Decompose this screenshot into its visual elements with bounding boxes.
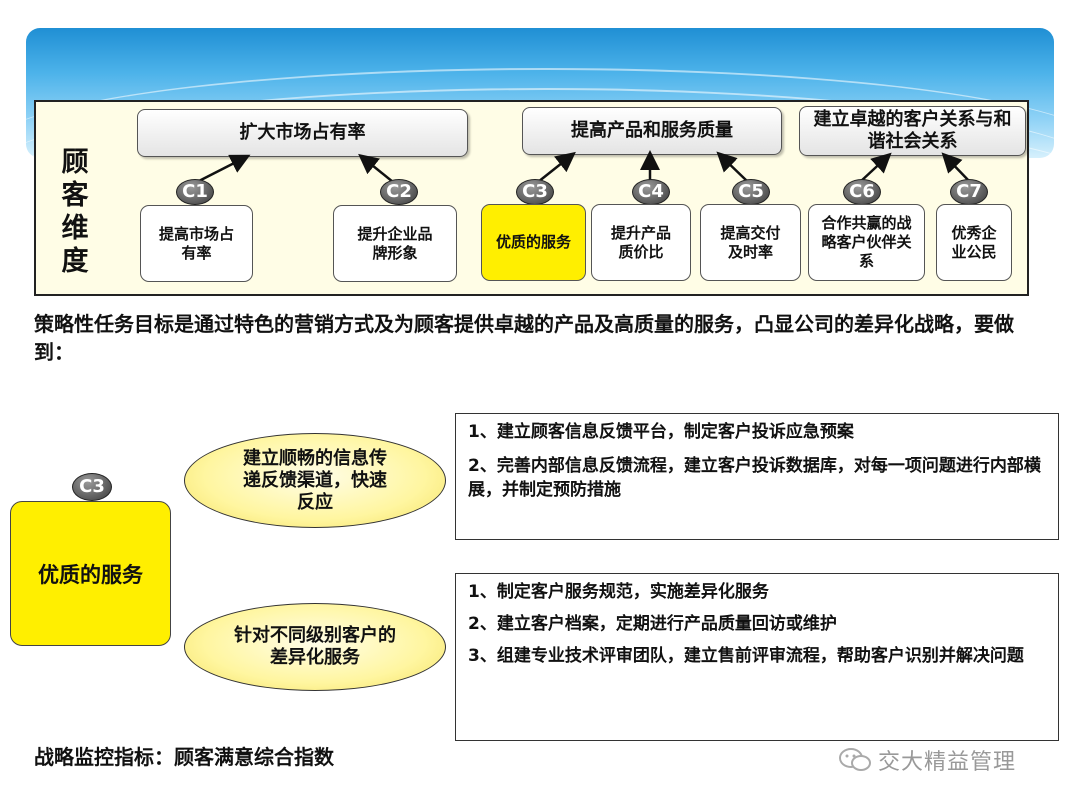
measure-item: 3、组建专业技术评审团队，建立售前评审流程，帮助客户识别并解决问题 (468, 646, 1024, 666)
banner-wave (26, 88, 1054, 158)
goal-customer-relations: 建立卓越的客户关系与和谐社会关系 (799, 106, 1026, 156)
goal-improve-quality: 提高产品和服务质量 (522, 107, 782, 155)
task-c3: 优质的服务 (481, 204, 586, 281)
badge-c5: C5 (732, 179, 770, 205)
watermark-text: 交大精益管理 (878, 750, 1017, 775)
dimension-title-char: 客 (61, 180, 89, 211)
focus-badge-c3: C3 (72, 473, 112, 501)
measure-item: 2、建立客户档案，定期进行产品质量回访或维护 (468, 614, 837, 634)
banner-wave (26, 68, 1054, 158)
task-c2: 提升企业品牌形象 (333, 205, 457, 282)
measures-box-feedback: 1、建立顾客信息反馈平台，制定客户投诉应急预案 2、完善内部信息反馈流程，建立客… (455, 413, 1059, 540)
dimension-title-char: 顾 (61, 147, 89, 178)
dimension-title-char: 度 (61, 246, 89, 277)
task-c4: 提升产品质价比 (591, 204, 691, 281)
badge-c6: C6 (843, 179, 881, 205)
dimension-title-char: 维 (61, 213, 89, 244)
approach-differentiated-service: 针对不同级别客户的差异化服务 (184, 603, 446, 691)
approach-feedback-channel: 建立顺畅的信息传递反馈渠道，快速反应 (184, 433, 446, 528)
badge-c7: C7 (950, 179, 988, 205)
wechat-icon (839, 748, 871, 771)
measure-item: 1、制定客户服务规范，实施差异化服务 (468, 582, 769, 602)
badge-c2: C2 (380, 179, 418, 205)
badge-c3: C3 (516, 179, 554, 205)
goal-expand-market-share: 扩大市场占有率 (137, 109, 468, 157)
task-c1: 提高市场占有率 (140, 205, 253, 282)
task-c6: 合作共赢的战略客户伙伴关系 (808, 204, 925, 281)
badge-c1: C1 (176, 179, 214, 205)
measure-item: 1、建立顾客信息反馈平台，制定客户投诉应急预案 (468, 422, 854, 442)
watermark: 交大精益管理 (838, 744, 1016, 776)
focus-service-box: 优质的服务 (10, 501, 171, 646)
measure-item: 2、完善内部信息反馈流程，建立客户投诉数据库，对每一项问题进行内部横展，并制定预… (468, 456, 1041, 500)
monitoring-indicator: 战略监控指标：顾客满意综合指数 (34, 745, 334, 769)
task-c7: 优秀企业公民 (936, 204, 1012, 281)
dimension-title: 顾 客 维 度 (58, 146, 92, 278)
measures-box-differentiated: 1、制定客户服务规范，实施差异化服务 2、建立客户档案，定期进行产品质量回访或维… (455, 573, 1059, 741)
task-c5: 提高交付及时率 (700, 204, 801, 281)
strategy-sentence: 策略性任务目标是通过特色的营销方式及为顾客提供卓越的产品及高质量的服务，凸显公司… (34, 312, 1014, 364)
badge-c4: C4 (632, 179, 670, 205)
